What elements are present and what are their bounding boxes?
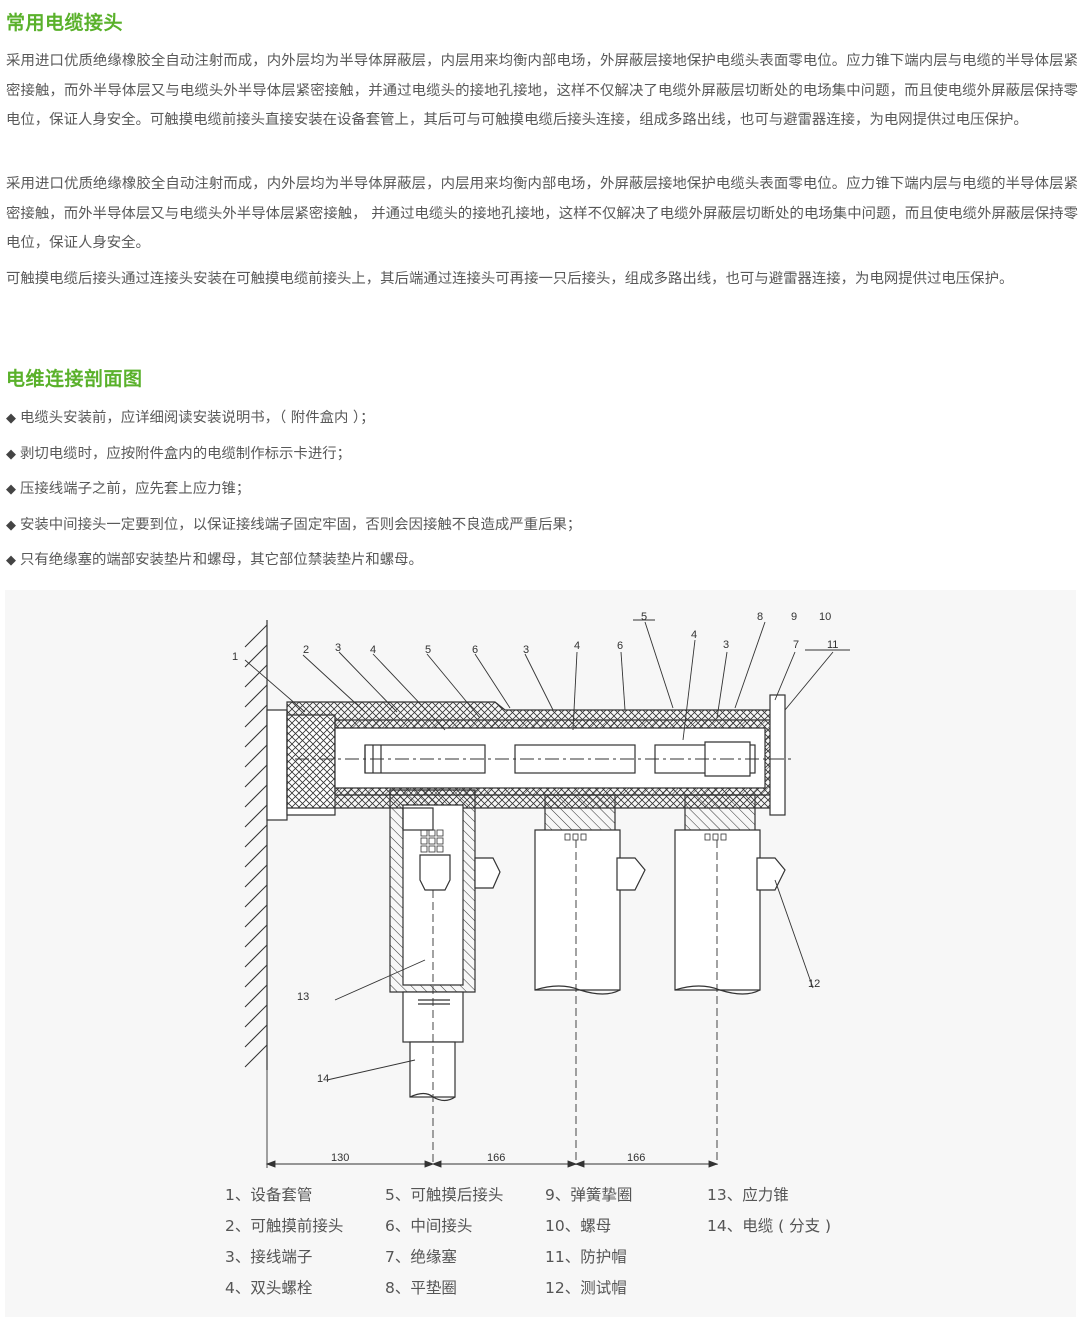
legend-item: 1、设备套管 — [225, 1186, 313, 1204]
legend-item: 11、防护帽 — [545, 1248, 627, 1266]
callout-label: 5 — [641, 611, 647, 623]
dimension-line — [265, 1160, 719, 1168]
callout-label: 7 — [793, 639, 799, 651]
installation-notes-list: ◆电缆头安装前，应详细阅读安装说明书，（ 附件盒内 ）； ◆剥切电缆时，应按附件… — [6, 404, 581, 582]
legend-item: 3、接线端子 — [225, 1248, 313, 1266]
callout-label: 12 — [808, 978, 820, 990]
leader-lines — [244, 619, 850, 1081]
callout-label: 14 — [317, 1073, 329, 1085]
wall — [244, 620, 268, 1070]
diamond-bullet-icon: ◆ — [6, 411, 16, 426]
list-item: ◆安装中间接头一定要到位，以保证接线端子固定牢固，否则会因接触不良造成严重后果； — [6, 511, 581, 547]
dimension-label: 130 — [331, 1152, 349, 1164]
callout-label: 1 — [232, 651, 238, 663]
list-item: ◆ 只有绝缘塞的端部安装垫片和螺母，其它部位禁装垫片和螺母。 — [6, 546, 581, 582]
callout-label: 6 — [472, 644, 478, 656]
legend-item: 2、可触摸前接头 — [225, 1217, 344, 1235]
list-item-text: 安装中间接头一定要到位，以保证接线端子固定牢固，否则会因接触不良造成严重后果； — [20, 516, 582, 533]
parts-legend: 1、设备套管 2、可触摸前接头 3、接线端子 4、双头螺栓 5、可触摸后接头 6… — [225, 1183, 985, 1313]
callout-label: 4 — [691, 629, 697, 641]
list-item-text: 压接线端子之前，应先套上应力锥； — [20, 481, 251, 497]
callout-label: 11 — [827, 639, 838, 651]
list-item: ◆剥切电缆时，应按附件盒内的电缆制作标示卡进行； — [6, 440, 581, 476]
list-item-text: 只有绝缘塞的端部安装垫片和螺母，其它部位禁装垫片和螺母。 — [20, 552, 423, 568]
legend-item: 6、中间接头 — [385, 1217, 473, 1235]
diamond-bullet-icon: ◆ — [6, 553, 16, 568]
legend-item: 4、双头螺栓 — [225, 1279, 313, 1297]
callout-label: 4 — [370, 644, 376, 656]
list-item-text: 剥切电缆时，应按附件盒内的电缆制作标示卡进行； — [20, 445, 351, 462]
callout-label: 5 — [425, 644, 431, 656]
legend-item: 7、绝缘塞 — [385, 1248, 457, 1266]
section-title-cross-section: 电维连接剖面图 — [6, 368, 143, 390]
list-item: ◆ 压接线端子之前，应先套上应力锥； — [6, 475, 581, 511]
callout-label: 9 — [791, 611, 797, 623]
dimension-label: 166 — [487, 1152, 505, 1164]
callout-label: 13 — [297, 991, 309, 1003]
paragraph-2: 采用进口优质绝缘橡胶全自动注射而成，内外层均为半导体屏蔽层，内层用来均衡内部电场… — [6, 176, 1078, 251]
legend-item: 12、测试帽 — [545, 1279, 627, 1297]
callout-label: 8 — [757, 611, 763, 623]
legend-item: 14、电缆 ( 分支 ) — [707, 1217, 832, 1235]
callout-label: 2 — [303, 644, 309, 656]
callout-label: 3 — [723, 639, 729, 651]
rear-connector-legs — [474, 794, 786, 995]
legend-item: 8、平垫圈 — [385, 1279, 457, 1297]
paragraph-1: 采用进口优质绝缘橡胶全自动注射而成，内外层均为半导体屏蔽层，内层用来均衡内部电场… — [6, 53, 1078, 128]
callout-label: 6 — [617, 640, 623, 652]
legend-item: 13、应力锥 — [707, 1186, 789, 1204]
callout-label: 4 — [574, 640, 580, 652]
diamond-bullet-icon: ◆ — [6, 482, 16, 497]
diamond-bullet-icon: ◆ — [6, 446, 16, 462]
section-title-cable-joint: 常用电缆接头 — [6, 12, 124, 34]
diamond-bullet-icon: ◆ — [6, 517, 16, 533]
list-item: ◆ 电缆头安装前，应详细阅读安装说明书，（ 附件盒内 ）； — [6, 404, 581, 440]
legend-item: 5、可触摸后接头 — [385, 1186, 504, 1204]
legend-item: 9、弹簧挚圈 — [545, 1186, 633, 1204]
paragraph-3: 可触摸电缆后接头通过连接头安装在可触摸电缆前接头上，其后端通过连接头可再接一只后… — [6, 271, 1014, 287]
dimension-label: 166 — [627, 1152, 645, 1164]
callout-label: 3 — [523, 644, 529, 656]
list-item-text: 电缆头安装前，应详细阅读安装说明书，（ 附件盒内 ）； — [20, 410, 375, 426]
legend-item: 10、螺母 — [545, 1217, 612, 1235]
technical-drawing: 1 2 3 4 5 6 3 4 6 5 4 3 8 9 10 7 11 12 1… — [232, 611, 850, 1168]
callout-label: 3 — [335, 642, 341, 654]
cable-connection-section-drawing: 1 2 3 4 5 6 3 4 6 5 4 3 8 9 10 7 11 12 1… — [5, 590, 1076, 1317]
callout-label: 10 — [819, 611, 831, 623]
